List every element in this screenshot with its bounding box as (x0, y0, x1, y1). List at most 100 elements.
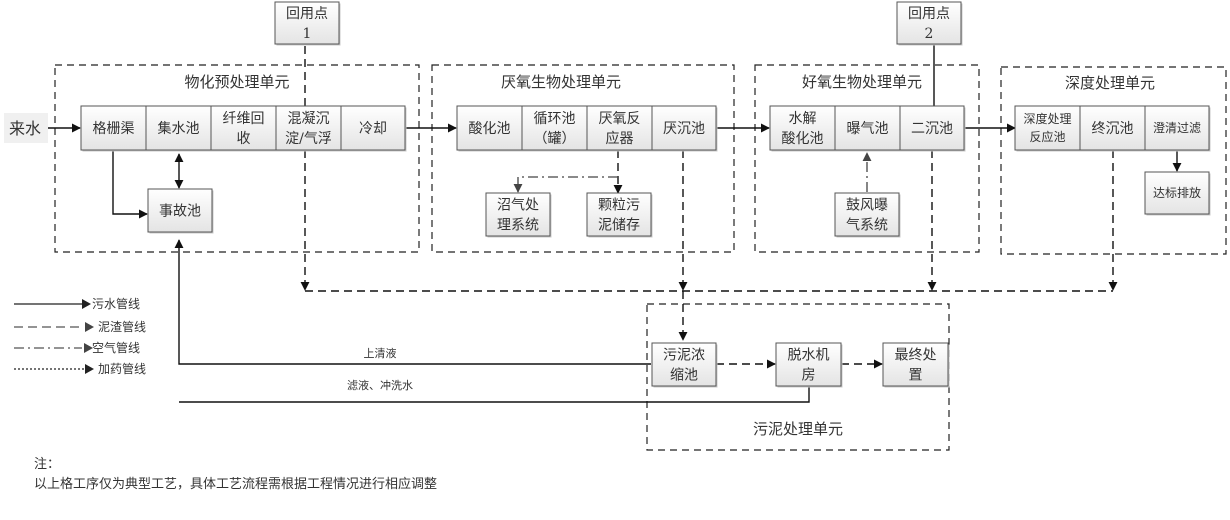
inflow-label-bg (4, 113, 48, 143)
box-label-line: 混凝沉 (288, 111, 330, 127)
box-label-line: 置 (909, 368, 923, 384)
box-grille: 格栅渠 (80, 105, 148, 152)
supernatant-label: 上清液 (364, 346, 397, 360)
box-rect (485, 192, 551, 237)
box-rect (1079, 105, 1146, 151)
unit-frame-aerobic (754, 64, 980, 253)
unit-title-aerobic: 好氧生物处理单元 (802, 73, 922, 91)
box-rect (274, 1, 340, 45)
box-label-line: 理系统 (497, 218, 539, 234)
box-label-line: （罐） (534, 131, 576, 147)
box-secondary-settling: 二沉池 (899, 105, 966, 152)
legend-label-dashdot: 空气管线 (92, 340, 140, 355)
box-rect (145, 105, 212, 151)
unit-title-sludge: 污泥处理单元 (753, 420, 843, 438)
box-label-line: 房 (802, 368, 816, 384)
legend-arrow-dashed (85, 322, 94, 332)
box-rect (586, 192, 652, 237)
flow-filtrate-return (179, 382, 810, 403)
box-label-line: 回用点 (286, 6, 328, 22)
box-clarify-filter: 澄清过滤 (1144, 105, 1211, 152)
box-label-line: 循环池 (534, 111, 576, 127)
box-label-line: 脱水机 (788, 348, 830, 364)
box-rect (147, 188, 213, 233)
box-label-line: 冷却 (359, 121, 387, 137)
box-rect (456, 105, 523, 151)
box-accident: 事故池 (147, 188, 214, 234)
box-reuse1: 回用点 1 (274, 1, 341, 46)
box-label-line: 最终处 (895, 348, 937, 364)
box-label-line: 厌沉池 (663, 121, 705, 137)
box-label-line: 曝气池 (847, 121, 889, 137)
legend: 污水管线 泥渣管线 空气管线 加药管线 (14, 296, 146, 376)
box-label-line: 纤维回 (223, 111, 265, 127)
box-label-line: 回用点 (908, 6, 950, 22)
box-rect (340, 105, 406, 151)
unit-frame-advanced (1000, 66, 1227, 255)
box-label-line: 2 (925, 26, 934, 42)
box-acidification: 酸化池 (456, 105, 524, 152)
unit-frame-pretreatment (54, 64, 420, 253)
unit-title-pretreatment: 物化预处理单元 (184, 73, 289, 91)
box-rect (1014, 105, 1081, 151)
box-rect (210, 105, 277, 151)
inflow-label: 来水 (9, 119, 41, 138)
legend-arrow-dashdot (84, 343, 93, 353)
box-reuse2: 回用点 2 (896, 1, 963, 46)
box-rect (896, 1, 962, 45)
box-label-line: 收 (237, 131, 251, 147)
box-label-line: 深度处理 (1023, 111, 1071, 126)
box-anaerobic-settling: 厌沉池 (651, 105, 718, 152)
box-label-line: 酸化池 (469, 121, 511, 137)
box-label-line: 应器 (606, 130, 634, 147)
unit-frame-anaerobic (431, 64, 735, 253)
legend-arrow-dotted (85, 364, 94, 374)
box-aeration: 曝气池 (834, 105, 902, 152)
box-label-line: 1 (303, 26, 312, 42)
box-circulation: 循环池 （罐） (521, 105, 589, 152)
box-rect (651, 105, 717, 151)
flow-supernatant-return (174, 239, 651, 365)
box-label-line: 缩池 (670, 368, 698, 384)
box-rect (899, 105, 965, 151)
box-collection: 集水池 (145, 105, 213, 152)
box-rect (80, 105, 147, 151)
box-rect (882, 342, 949, 387)
unit-title-advanced: 深度处理单元 (1065, 74, 1155, 92)
box-rect (275, 105, 342, 151)
flow-reactor-to-biogas (513, 176, 618, 193)
box-label-line: 污泥浓 (663, 348, 705, 364)
box-rect (586, 105, 653, 151)
box-rect (775, 342, 842, 387)
box-label-line: 格栅渠 (93, 121, 135, 137)
box-label-line: 淀/气浮 (285, 131, 332, 147)
flow-grille-to-accident (112, 150, 148, 219)
box-label-line: 鼓风曝 (846, 198, 888, 214)
box-final-settling: 终沉池 (1079, 105, 1147, 152)
box-label-line: 集水池 (158, 120, 200, 137)
box-label-line: 沼气处 (497, 198, 539, 214)
legend-label-dashed: 泥渣管线 (98, 319, 146, 334)
box-label-line: 厌氧反 (599, 111, 641, 127)
box-label-line: 终沉池 (1092, 121, 1134, 137)
box-label-line: 酸化池 (782, 131, 824, 147)
box-label-line: 事故池 (159, 204, 201, 220)
box-label-line: 气系统 (846, 218, 888, 234)
filtrate-label: 滤液、冲洗水 (347, 378, 413, 392)
box-cooling: 冷却 (340, 105, 407, 152)
box-discharge: 达标排放 (1144, 171, 1211, 216)
legend-arrow-solid (82, 299, 91, 309)
legend-label-dotted: 加药管线 (98, 361, 146, 376)
legend-label-solid: 污水管线 (92, 296, 140, 311)
